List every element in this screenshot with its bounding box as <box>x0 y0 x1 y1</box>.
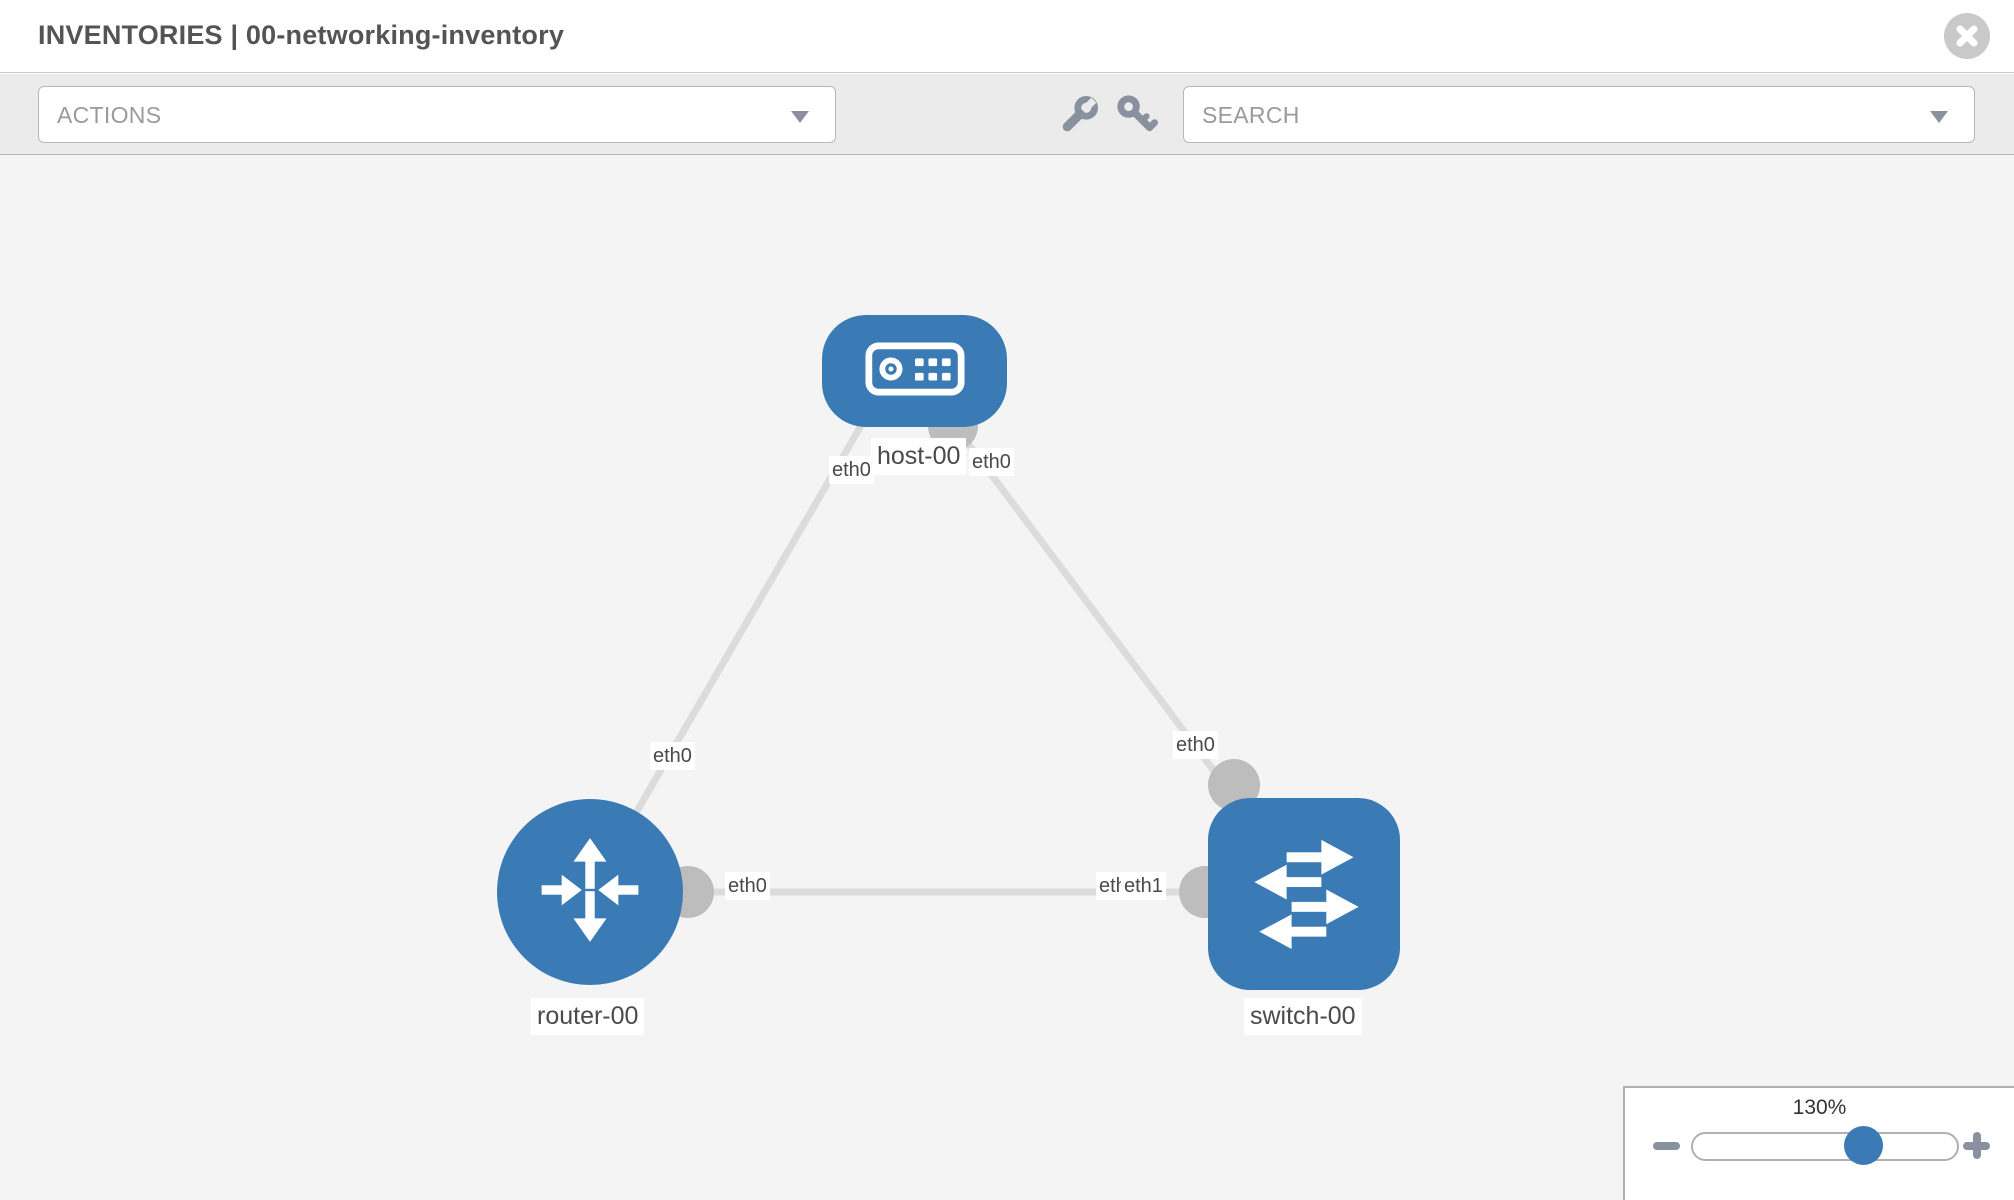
toolbar: ACTIONS SEARCH <box>0 74 2014 155</box>
wrench-button[interactable] <box>1056 90 1104 138</box>
page-title: INVENTORIES | 00-networking-inventory <box>38 20 565 50</box>
search-dropdown-label: SEARCH <box>1202 102 1300 128</box>
zoom-slider[interactable] <box>1691 1126 1959 1165</box>
topology-canvas[interactable]: host-00 router-00 switch-00 eth0 eth0 et… <box>0 155 2014 1200</box>
node-host-00[interactable] <box>822 315 1007 427</box>
node-label-router-00: router-00 <box>531 998 645 1035</box>
interface-label: eth0 <box>829 456 874 484</box>
key-icon <box>1112 95 1160 142</box>
links-layer <box>586 401 1304 918</box>
router-arrows-icon <box>531 831 649 954</box>
interface-label: eth1 <box>1121 872 1166 900</box>
switch-arrows-icon <box>1242 830 1366 959</box>
wrench-icon <box>1056 95 1104 142</box>
interface-label: eth0 <box>1173 731 1218 759</box>
zoom-level-value: 130% <box>1792 1096 1847 1119</box>
interface-label: eth0 <box>969 448 1014 476</box>
close-button[interactable] <box>1944 13 1990 59</box>
interface-label: eth0 <box>650 742 695 770</box>
node-label-host-00: host-00 <box>871 438 967 475</box>
zoom-slider-thumb[interactable] <box>1844 1126 1883 1165</box>
node-router-00[interactable] <box>497 799 683 985</box>
zoom-out-button[interactable] <box>1653 1142 1680 1150</box>
actions-dropdown-label: ACTIONS <box>57 102 162 128</box>
header: INVENTORIES | 00-networking-inventory <box>0 0 2014 73</box>
search-dropdown[interactable]: SEARCH <box>1183 86 1975 143</box>
chevron-down-icon <box>1930 111 1948 123</box>
key-button[interactable] <box>1112 90 1160 138</box>
zoom-control-panel: 130% <box>1623 1086 2014 1200</box>
zoom-in-button[interactable] <box>1963 1132 1990 1159</box>
interface-label: eth0 <box>725 872 770 900</box>
actions-dropdown[interactable]: ACTIONS <box>38 86 836 143</box>
chevron-down-icon <box>791 111 809 123</box>
node-switch-00[interactable] <box>1208 798 1400 990</box>
node-label-switch-00: switch-00 <box>1244 998 1362 1035</box>
server-icon <box>864 342 965 401</box>
